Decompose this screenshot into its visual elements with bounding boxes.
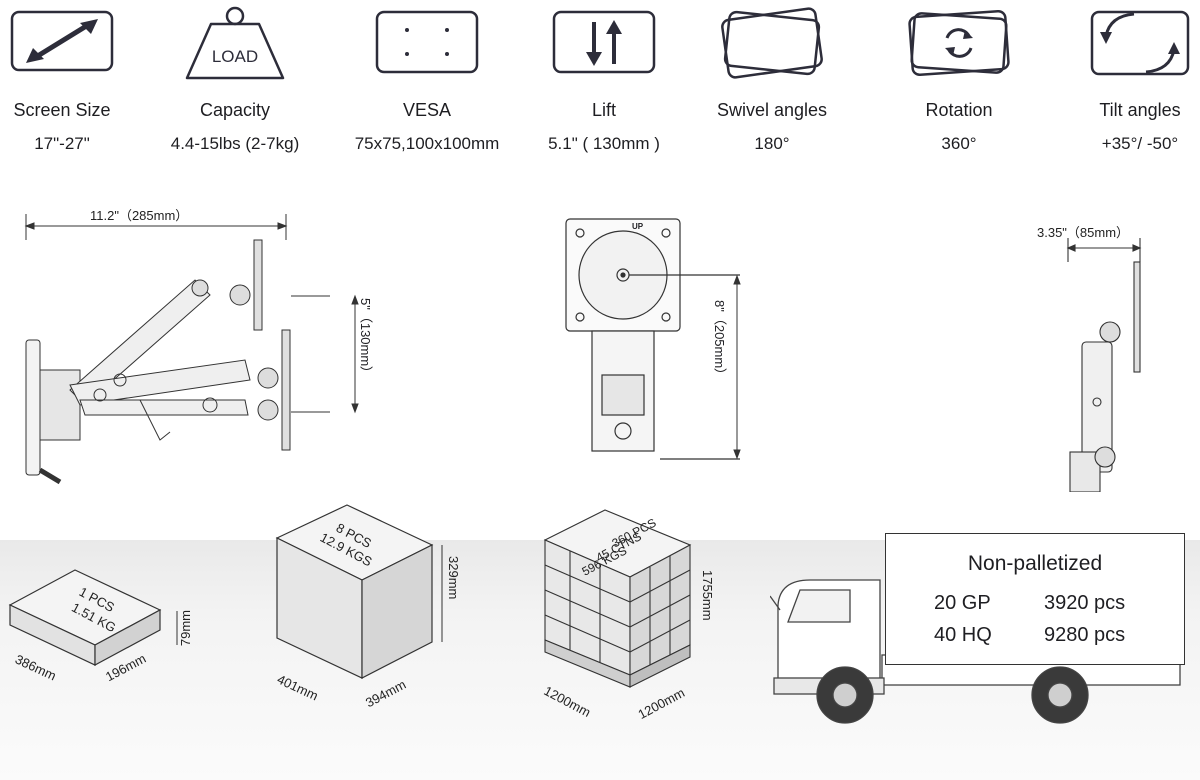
package-1-height: 79mm: [178, 610, 193, 647]
qty-20gp: 3920 pcs: [1044, 592, 1126, 614]
lift-height-dimension: 5"（130mm）: [358, 298, 373, 380]
screen-size-icon: [10, 10, 114, 72]
spec-label: Capacity: [199, 100, 271, 120]
spec-label: Tilt angles: [1099, 100, 1181, 120]
rotation-icon: [908, 9, 1010, 77]
shipping-title: Non-palletized: [967, 552, 1103, 575]
arm-reach-dimension: 11.2"（285mm）: [90, 208, 189, 223]
spec-value: 360°: [941, 134, 977, 153]
up-label: UP: [632, 222, 644, 231]
plate-height-dimension: 8"（205mm）: [712, 300, 727, 382]
single-box-drawing: [8, 569, 178, 667]
carton-drawing: [275, 504, 443, 679]
front-view-drawing: [565, 218, 740, 460]
spec-label: Lift: [591, 100, 616, 120]
lift-dimension-line: [351, 294, 359, 414]
spec-label: Rotation: [925, 100, 993, 120]
spec-label: Swivel angles: [716, 100, 828, 120]
container-40hq: 40 HQ: [934, 624, 992, 646]
lift-arrows-icon: [552, 10, 656, 74]
plate-height-dimension-line: [733, 274, 741, 460]
depth-dimension: 3.35"（85mm）: [1037, 225, 1130, 240]
package-2-height: 329mm: [446, 556, 461, 600]
spec-value: 17"-27": [34, 134, 90, 153]
load-weight-icon: LOAD: [185, 6, 285, 80]
vesa-icon: [375, 10, 479, 74]
spec-value: 180°: [754, 134, 790, 153]
spec-label: Screen Size: [13, 100, 111, 120]
side-view-drawing: [24, 214, 330, 485]
pallet-drawing: [543, 509, 692, 688]
package-3-height: 1755mm: [700, 570, 715, 621]
spec-value: 4.4-15lbs (2-7kg): [170, 134, 300, 153]
shipping-board: Non-palletized 20 GP 3920 pcs 40 HQ 9280…: [885, 533, 1185, 665]
load-icon-text: LOAD: [212, 47, 258, 66]
profile-view-drawing: [1066, 238, 1142, 492]
qty-40hq: 9280 pcs: [1044, 624, 1126, 646]
spec-label: VESA: [402, 100, 452, 120]
tilt-icon: [1090, 10, 1190, 76]
swivel-icon: [721, 7, 823, 79]
spec-value: +35°/ -50°: [1101, 134, 1179, 153]
spec-value: 5.1" ( 130mm ): [548, 134, 660, 153]
container-20gp: 20 GP: [934, 592, 991, 614]
spec-value: 75x75,100x100mm: [354, 134, 500, 153]
